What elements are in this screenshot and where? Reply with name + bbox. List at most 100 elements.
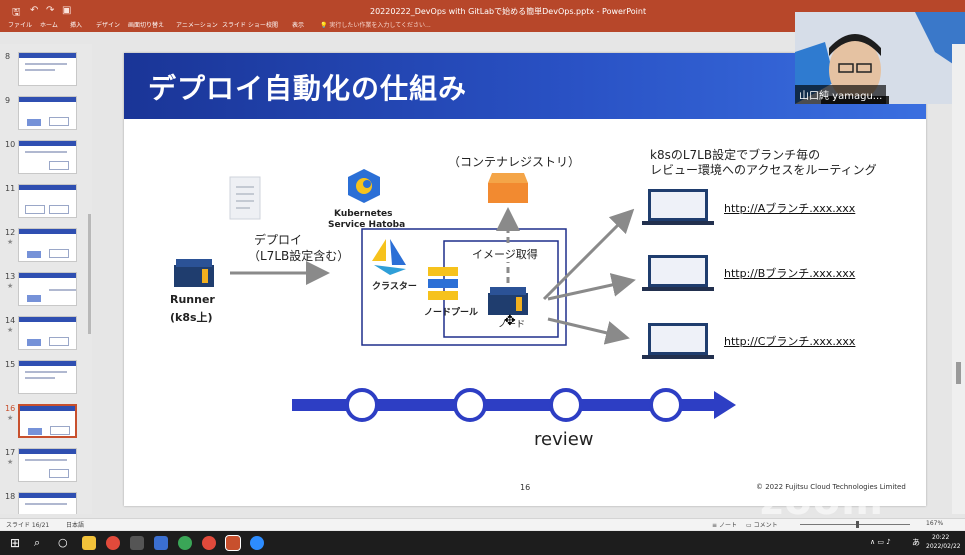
cluster-label: クラスター [372,282,417,292]
animation-star-icon: ★ [7,458,14,466]
chrome-icon[interactable] [202,536,216,550]
tab-insert[interactable]: 挿入 [70,22,83,29]
app-icon[interactable] [154,536,168,550]
present-icon[interactable]: ▣ [62,5,72,16]
slide-thumbnail[interactable] [18,448,77,482]
slide-scrollbar[interactable] [952,44,965,514]
chrome-icon[interactable] [106,536,120,550]
zoom-slider[interactable] [800,524,910,525]
language-indicator[interactable]: 日本語 [66,522,85,529]
notes-label: ノート [718,522,737,529]
k8s-label-line1: Kubernetes [334,209,393,219]
mouse-cursor-icon: ✥ [504,313,516,329]
ime-indicator[interactable]: あ [912,538,920,547]
runner-label-line1: Runner [170,293,215,306]
zoom-level[interactable]: 167% [926,520,944,527]
thumbnail-scrollbar[interactable] [88,214,91,334]
url-branch-a[interactable]: http://Aブランチ.xxx.xxx [724,202,856,215]
zoom-slider-knob[interactable] [856,521,859,528]
slide-canvas: デプロイ自動化の仕組み [124,53,926,506]
laptop-b-icon [642,255,714,291]
tab-home[interactable]: ホーム [40,22,58,29]
slide-thumbnail[interactable] [18,228,77,262]
slide-thumbnail[interactable] [18,272,77,306]
route-arrow-b [547,273,636,301]
slide-thumbnail[interactable] [18,184,77,218]
zoom-watermark: zoom [760,478,884,524]
slide-copyright: © 2022 Fujitsu Cloud Technologies Limite… [756,483,906,491]
file-explorer-icon[interactable] [82,536,96,550]
tab-review[interactable]: 校閲 [266,22,279,29]
thumb-number: 11 [5,184,16,193]
tab-file[interactable]: ファイル [8,22,33,29]
tab-animations[interactable]: アニメーション [176,22,218,29]
save-icon[interactable]: 🖫 [12,7,21,18]
thumb-number-selected: 16 [5,404,16,413]
participant-name: 山口純 yamagu... [795,85,887,104]
slide-thumbnail[interactable] [18,96,77,130]
slide-page-number: 16 [520,483,531,492]
animation-star-icon: ★ [7,282,14,290]
scrollbar-thumb[interactable] [956,362,961,384]
undo-icon[interactable]: ↶ [30,5,39,16]
chrome-icon[interactable] [178,536,192,550]
thumb-number: 14 [5,316,16,325]
clock-date[interactable]: 2022/02/22 [926,543,961,550]
k8s-label-line2: Service Hatoba [328,220,406,230]
comments-label: コメント [753,522,778,529]
powerpoint-icon[interactable] [225,535,241,551]
tell-me-text: 実行したい作業を入力してください... [329,22,431,29]
status-bar: スライド 16/21 日本語 ≡ ノート ▭ コメント 167% [0,518,965,530]
tab-design[interactable]: デザイン [96,22,121,29]
search-icon[interactable]: ⌕ [34,536,41,549]
clock-time[interactable]: 20:22 [932,534,950,541]
notes-button[interactable]: ≡ ノート [712,522,737,529]
thumb-number: 17 [5,448,16,457]
ribbon-tabs: ファイル ホーム 挿入 デザイン 画面切り替え アニメーション スライド ショー… [0,18,965,32]
review-timeline [292,388,736,422]
slide-thumbnail[interactable] [18,492,77,514]
task-view-icon[interactable]: ○ [58,536,68,549]
node-container-icon [488,287,528,315]
url-branch-b[interactable]: http://Bブランチ.xxx.xxx [724,267,856,280]
cluster-icon [372,239,406,275]
slide-thumbnail[interactable] [18,316,77,350]
deploy-label-line1: デプロイ [254,233,303,247]
slide-header-band: デプロイ自動化の仕組み [124,53,926,119]
registry-label: （コンテナレジストリ） [448,155,581,169]
slide-thumbnail-pane: 8 9 10 11 12 ★ 13 ★ 14 ★ 15 16 ★ 17 ★ 18 [0,44,92,514]
thumb-number: 10 [5,140,16,149]
comments-button[interactable]: ▭ コメント [746,522,778,529]
tab-transitions[interactable]: 画面切り替え [128,22,165,29]
manifest-document-icon [229,176,261,220]
tab-view[interactable]: 表示 [292,22,305,29]
route-arrow-a [542,208,635,301]
zoom-app-icon[interactable] [250,536,264,550]
slide-counter: スライド 16/21 [6,522,50,529]
slide-thumbnail[interactable] [18,360,77,394]
app-icon[interactable] [130,536,144,550]
registry-icon [488,173,528,203]
redo-icon[interactable]: ↷ [46,5,55,16]
windows-start-icon[interactable]: ⊞ [10,536,21,550]
thumb-number: 12 [5,228,16,237]
route-arrow-c [547,317,630,345]
thumb-number: 8 [5,52,11,61]
deploy-label-line2: （L7LB設定含む） [248,249,350,263]
deployment-diagram [174,169,736,422]
tell-me-search[interactable]: 💡 実行したい作業を入力してください... [320,22,431,29]
slide-thumbnail-selected[interactable] [18,404,77,438]
url-branch-c[interactable]: http://Cブランチ.xxx.xxx [724,335,856,348]
webcam-video: 山口純 yamagu... [795,12,965,104]
tray-icons[interactable]: ∧ ▭ ♪ [870,538,891,546]
hatoba-logo-icon [348,169,380,203]
nodepool-label: ノードプール [424,308,479,318]
tab-slideshow[interactable]: スライド ショー [222,22,266,29]
slide-thumbnail[interactable] [18,140,77,174]
node-pool-box [443,240,559,338]
laptop-c-icon [642,323,714,359]
windows-taskbar: ⊞ ⌕ ○ ∧ ▭ ♪ あ 20:22 2022/02/22 [0,531,965,555]
slide-thumbnail[interactable] [18,52,77,86]
slide-title: デプロイ自動化の仕組み [148,72,468,105]
